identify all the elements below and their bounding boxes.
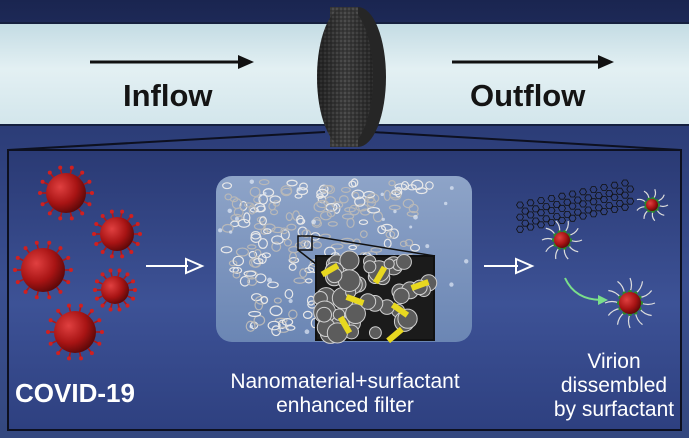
virus-particle-icon [93, 268, 137, 312]
covid-label: COVID-19 [15, 378, 135, 408]
dissembly-arrowhead [598, 295, 608, 305]
outflow-arrowhead [598, 55, 614, 69]
surfactant-virion-icon [636, 189, 669, 222]
filter-caption-line1: Nanomaterial+surfactant [230, 370, 460, 393]
inflow-label: Inflow [123, 78, 213, 113]
surfactant-strip [337, 315, 353, 335]
filter-caption: Nanomaterial+surfactant enhanced filter [205, 370, 485, 418]
virus-particle-icon [92, 209, 142, 259]
dissembly-arrow [564, 277, 603, 301]
surfactant-strip [320, 262, 340, 278]
inflow-arrowhead [238, 55, 254, 69]
virus-particle-icon [13, 240, 73, 300]
surfactant-strip [390, 302, 410, 318]
outflow-label: Outflow [470, 78, 586, 113]
virion-caption-line3: by surfactant [553, 398, 675, 421]
surfactant-strip [410, 279, 430, 291]
virion-caption: Virion dissembled by surfactant [546, 350, 682, 422]
surfactant-strip [372, 265, 388, 285]
surfactant-virion-icon [604, 277, 656, 329]
virus-particle-icon [38, 165, 94, 221]
carbon-nanotube-icon [516, 179, 635, 233]
surfactant-strip [386, 326, 404, 344]
arrow-to-filter-head [185, 257, 205, 275]
virion-caption-line2: dissembled [560, 374, 668, 397]
virion-caption-line1: Virion [587, 350, 641, 373]
arrow-to-virion-head [515, 257, 535, 275]
filter-caption-line2: enhanced filter [276, 394, 414, 417]
surfactant-virion-icon [541, 220, 583, 260]
virus-particle-icon [46, 303, 104, 361]
surfactant-strip [345, 294, 365, 306]
